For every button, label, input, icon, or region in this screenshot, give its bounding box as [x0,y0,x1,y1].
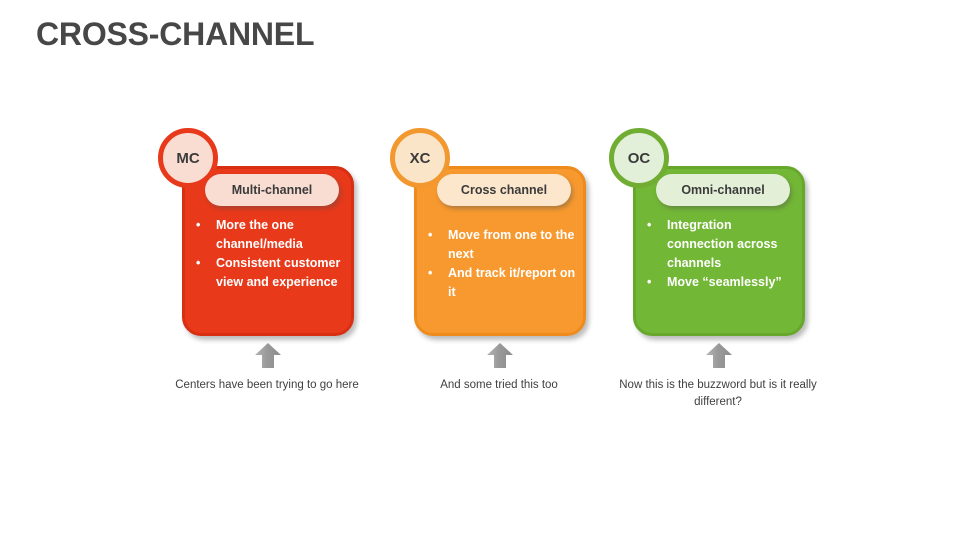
arrow-up-icon [704,343,734,368]
channel-header-label: Omni-channel [681,183,765,197]
channel-column-multi-channel: More the one channel/media Consistent cu… [152,0,382,540]
arrow-up-icon [485,343,515,368]
channel-bullet-list: Move from one to the next And track it/r… [426,226,582,302]
channel-code-label: XC [409,149,431,167]
channel-caption: Now this is the buzzword but is it reall… [619,379,817,408]
channel-code-label: MC [176,149,200,167]
channel-header-label: Cross channel [460,183,548,197]
channel-column-cross-channel: Move from one to the next And track it/r… [384,0,614,540]
channel-header-pill[interactable]: Omni-channel [656,174,790,206]
channel-bullet-list: More the one channel/media Consistent cu… [194,216,350,292]
channel-code-label: OC [627,149,651,167]
channel-column-omni-channel: Integration connection across channels M… [603,0,833,540]
channel-header-pill[interactable]: Multi-channel [205,174,339,206]
arrow-up-icon [253,343,283,368]
page-title: CROSS-CHANNEL [36,16,315,52]
list-item: More the one channel/media [194,216,350,254]
channel-code-badge[interactable]: XC [390,128,450,188]
list-item: Move “seamlessly” [645,273,801,292]
channel-code-badge[interactable]: MC [158,128,218,188]
channel-caption: Centers have been trying to go here [175,379,359,391]
channel-code-badge[interactable]: OC [609,128,669,188]
channel-header-label: Multi-channel [231,183,313,197]
list-item: And track it/report on it [426,264,582,302]
channel-bullet-list: Integration connection across channels M… [645,216,801,292]
list-item: Consistent customer view and experience [194,254,350,292]
list-item: Integration connection across channels [645,216,801,273]
list-item: Move from one to the next [426,226,582,264]
channel-header-pill[interactable]: Cross channel [437,174,571,206]
channel-caption: And some tried this too [440,379,558,391]
